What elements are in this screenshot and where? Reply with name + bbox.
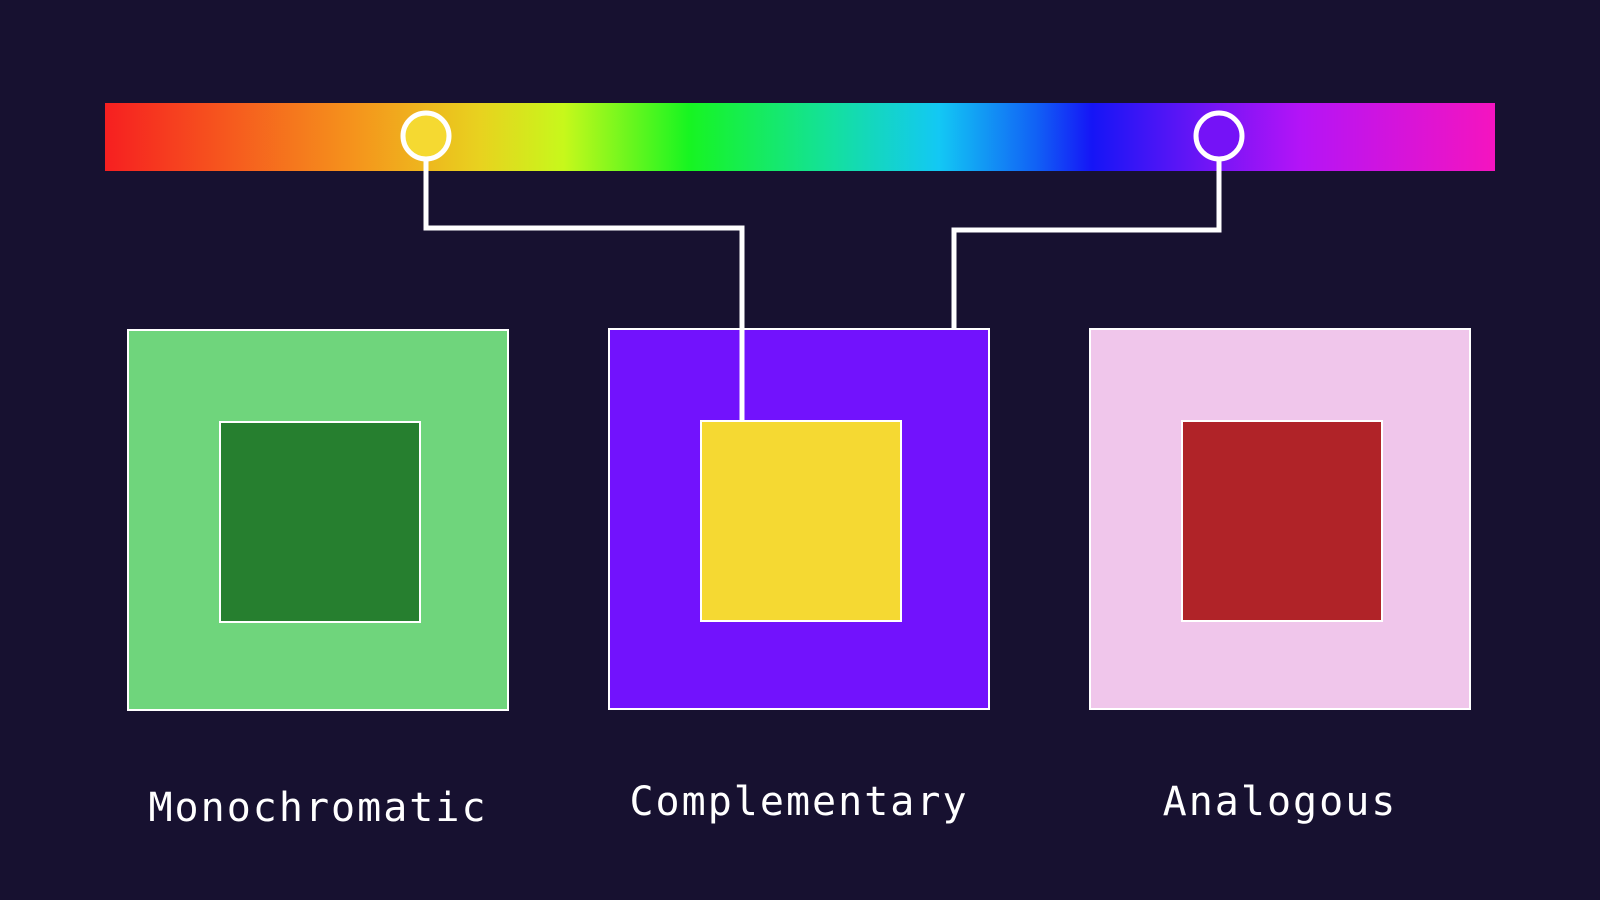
monochromatic-inner-swatch	[219, 421, 421, 623]
analogous-inner-swatch	[1181, 420, 1383, 622]
connector-violet	[951, 160, 1222, 330]
analogous-label: Analogous	[1162, 779, 1398, 825]
analogous-outer-swatch	[1089, 328, 1471, 710]
monochromatic-label: Monochromatic	[148, 785, 488, 831]
complementary-inner-swatch	[700, 420, 902, 622]
monochromatic-outer-swatch	[127, 329, 509, 711]
hue-spectrum-bar	[105, 103, 1495, 171]
complementary-label: Complementary	[629, 779, 969, 825]
complementary-outer-swatch	[608, 328, 990, 710]
